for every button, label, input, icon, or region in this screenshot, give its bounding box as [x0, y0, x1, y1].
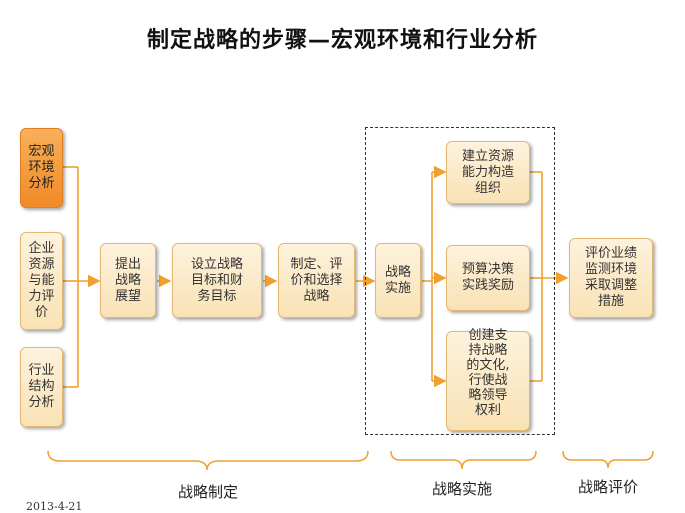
page-title: 制定战略的步骤—宏观环境和行业分析 — [146, 28, 538, 53]
input-industry-structure-label: 行业 结构 分析 — [28, 363, 55, 410]
impl-culture-leadership: 创建支 持战略 的文化, 行使战 略领导 权利 — [446, 328, 530, 431]
impl-budget-rewards-label: 预算决策 实践奖励 — [461, 262, 514, 293]
step-strategy-selection: 制定、评 价和选择 战略 — [278, 243, 355, 318]
input-resources-capabilities-label: 企业 资源 与能 力评 价 — [28, 241, 55, 320]
footer-date: 2013-4-21 — [26, 500, 83, 513]
step-strategy-selection-label: 制定、评 价和选择 战略 — [290, 256, 343, 304]
input-industry-structure: 行业 结构 分析 — [20, 347, 63, 427]
input-macro-environment-label: 宏观 环境 分析 — [28, 144, 55, 191]
input-resources-capabilities: 企业 资源 与能 力评 价 — [20, 232, 63, 330]
impl-culture-leadership-label: 创建支 持战略 的文化, 行使战 略领导 权利 — [466, 328, 510, 418]
step-implementation: 战略 实施 — [375, 243, 421, 318]
step-evaluation: 评价业绩 监测环境 采取调整 措施 — [569, 238, 653, 318]
step-objectives-label: 设立战略 目标和财 务目标 — [190, 256, 243, 304]
phase-evaluation-label: 战略评价 — [577, 478, 638, 496]
impl-build-organization-label: 建立资源 能力构造 组织 — [461, 148, 514, 196]
input-macro-environment: 宏观 环境 分析 — [20, 128, 63, 208]
impl-budget-rewards: 预算决策 实践奖励 — [446, 245, 530, 311]
phase-implementation-label: 战略实施 — [431, 480, 492, 498]
step-implementation-label: 战略 实施 — [384, 264, 411, 296]
impl-build-organization: 建立资源 能力构造 组织 — [446, 141, 530, 204]
step-vision-label: 提出 战略 展望 — [114, 256, 141, 304]
implementation-group-border — [365, 127, 555, 435]
step-vision: 提出 战略 展望 — [100, 243, 156, 318]
step-objectives: 设立战略 目标和财 务目标 — [172, 243, 262, 318]
phase-formulation-label: 战略制定 — [177, 483, 238, 501]
step-evaluation-label: 评价业绩 监测环境 采取调整 措施 — [584, 246, 637, 309]
